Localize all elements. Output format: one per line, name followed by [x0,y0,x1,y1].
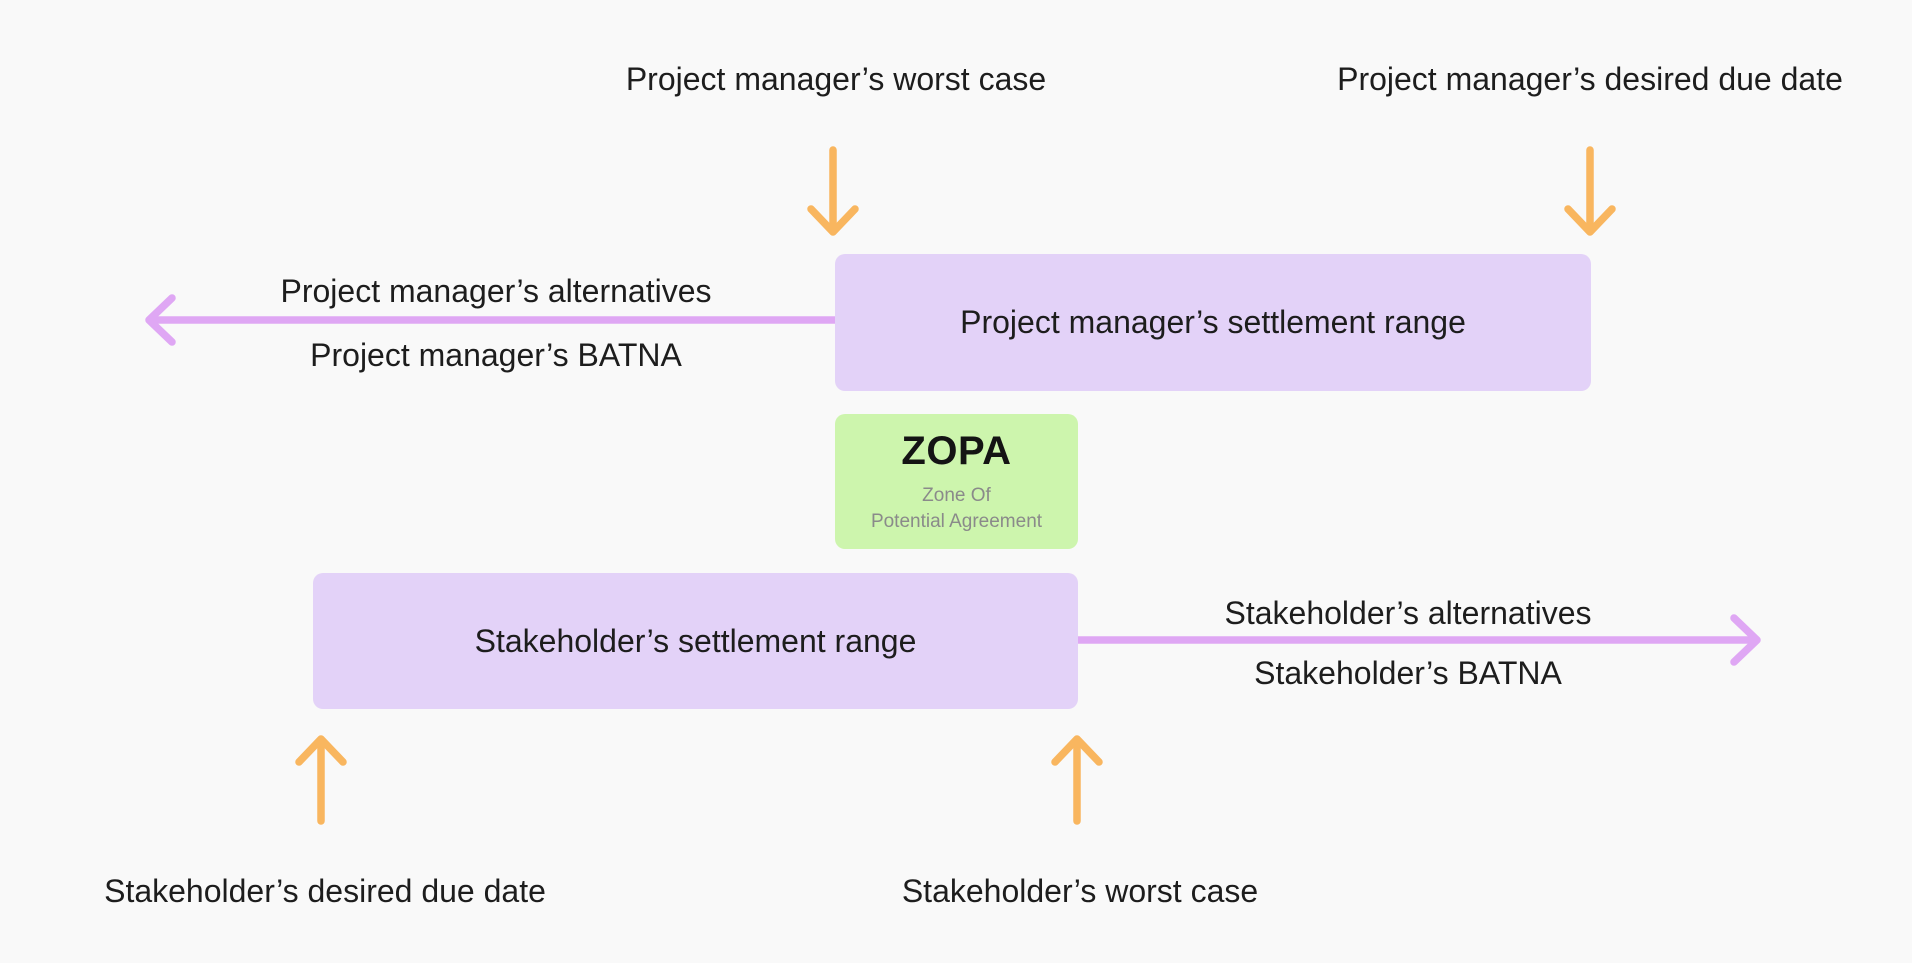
stakeholder-batna-label: Stakeholder’s BATNA [1254,655,1562,691]
pm-desired-due-date-down-arrowhead-icon [1564,205,1616,236]
stakeholder-worst-case-label: Stakeholder’s worst case [901,873,1259,909]
pm-worst-case-label: Project manager’s worst case [625,61,1047,97]
zopa-box: ZOPA Zone Of Potential Agreement [835,414,1078,549]
zopa-subtitle-line2: Potential Agreement [870,510,1043,532]
stakeholder-alternatives-label: Stakeholder’s alternatives [1224,595,1592,631]
pm-worst-case-down-arrowhead-icon [807,205,859,236]
stakeholder-settlement-range-box: Stakeholder’s settlement range [313,573,1078,709]
pm-alternatives-label: Project manager’s alternatives [280,273,712,309]
stakeholder-desired-due-date-label: Stakeholder’s desired due date [104,873,546,909]
stakeholder-worst-case-up-arrowhead-icon [1051,735,1103,766]
pm-desired-due-date-label: Project manager’s desired due date [1337,61,1843,97]
stakeholder-settlement-range-label: Stakeholder’s settlement range [474,622,917,659]
pm-settlement-range-box: Project manager’s settlement range [835,254,1591,391]
pm-settlement-range-label: Project manager’s settlement range [960,304,1466,340]
zopa-acronym: ZOPA [901,428,1012,473]
stakeholder-desired-due-date-up-arrowhead-icon [295,735,347,766]
zopa-subtitle-line1: Zone Of [922,484,991,506]
stakeholder-batna-right-arrowhead-icon [1730,614,1761,666]
pm-batna-left-arrowhead-icon [145,294,176,346]
pm-batna-label: Project manager’s BATNA [310,337,682,373]
